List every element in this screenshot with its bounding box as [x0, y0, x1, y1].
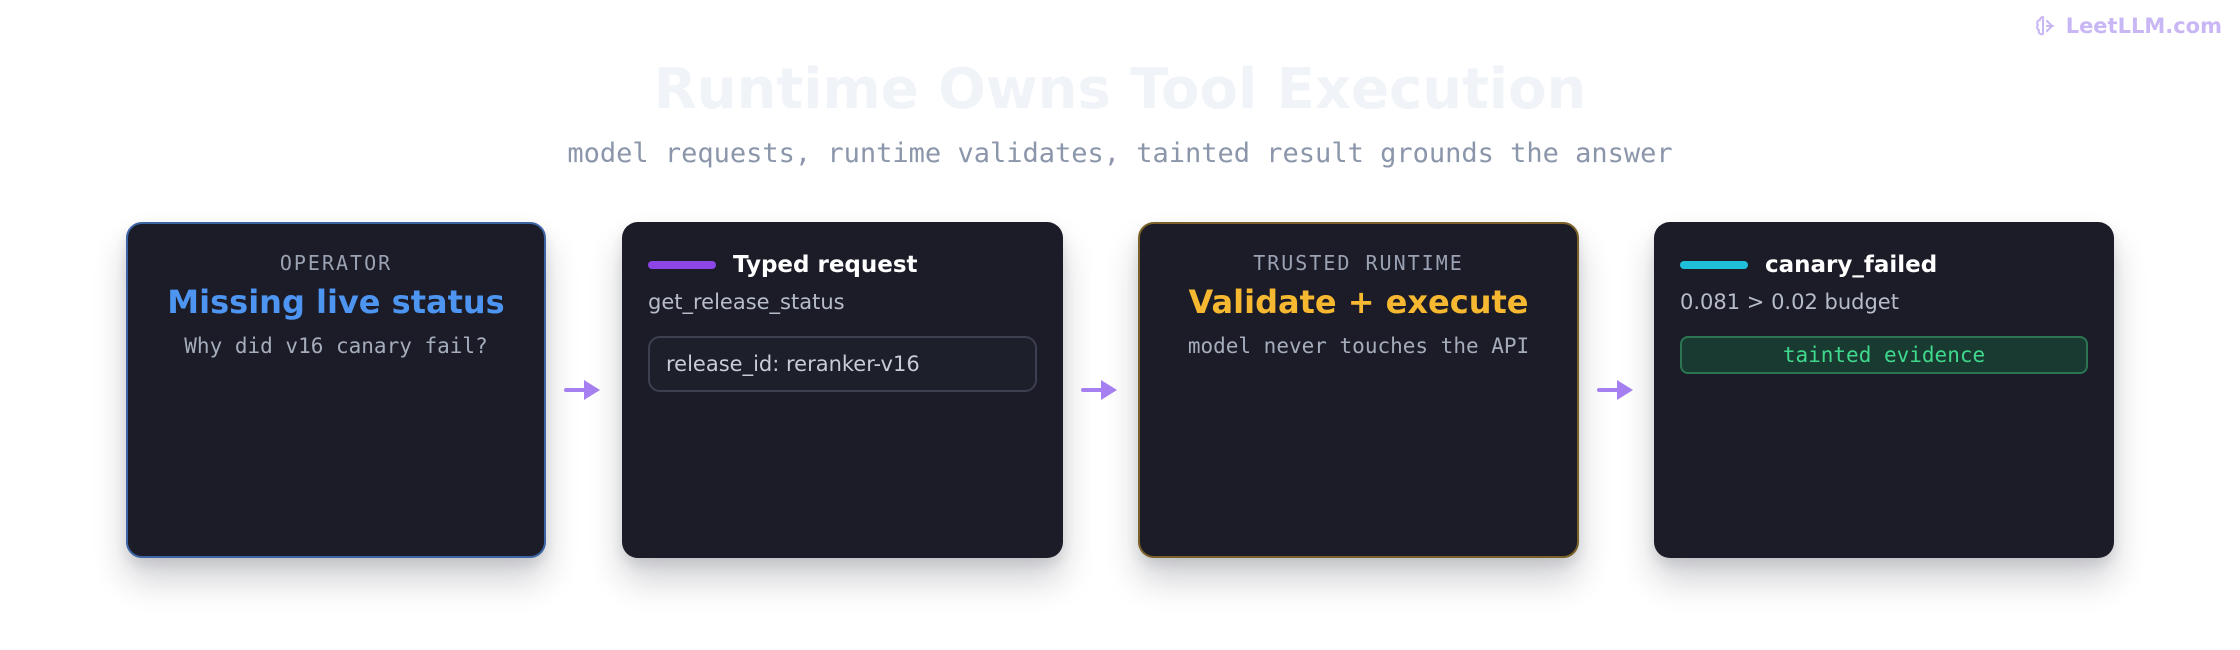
result-metric: 0.081 > 0.02 budget	[1680, 290, 1899, 314]
brand-logo: LeetLLM.com	[2034, 14, 2222, 38]
tool-name: get_release_status	[648, 290, 845, 314]
flow-arrow-3	[1597, 376, 1635, 404]
brand-name[interactable]: LeetLLM.com	[2065, 14, 2222, 38]
result-card: canary_failed 0.081 > 0.02 budget tainte…	[1654, 222, 2114, 558]
runtime-note: model never touches the API	[1187, 334, 1530, 358]
operator-question: Why did v16 canary fail?	[184, 334, 488, 358]
request-accent-bar	[648, 261, 716, 269]
typed-request-card: Typed request get_release_status release…	[622, 222, 1063, 558]
brain-icon	[2035, 16, 2054, 36]
operator-headline: Missing live status	[167, 283, 505, 321]
tainted-evidence-label: tainted evidence	[1782, 343, 1986, 367]
arrow-right-icon	[1597, 380, 1633, 400]
flow-arrow-1	[564, 376, 602, 404]
tainted-evidence-badge: tainted evidence	[1680, 336, 2088, 374]
runtime-kicker: TRUSTED RUNTIME	[1253, 251, 1464, 275]
result-header: canary_failed	[1680, 250, 1937, 280]
request-header: Typed request	[648, 250, 918, 280]
operator-card: OPERATOR Missing live status Why did v16…	[126, 222, 546, 558]
request-param-value: release_id: reranker-v16	[666, 352, 920, 376]
result-label: canary_failed	[1765, 252, 1938, 278]
page-title: Runtime Owns Tool Execution	[653, 57, 1587, 122]
runtime-headline: Validate + execute	[1188, 283, 1529, 321]
flow-arrow-2	[1081, 376, 1119, 404]
request-label: Typed request	[733, 252, 918, 278]
trusted-runtime-card: TRUSTED RUNTIME Validate + execute model…	[1138, 222, 1579, 558]
arrow-right-icon	[564, 380, 600, 400]
operator-kicker: OPERATOR	[279, 251, 393, 275]
arrow-right-icon	[1081, 380, 1117, 400]
request-param-field: release_id: reranker-v16	[648, 336, 1037, 392]
page-subtitle: model requests, runtime validates, taint…	[567, 138, 1673, 169]
result-accent-bar	[1680, 261, 1748, 269]
